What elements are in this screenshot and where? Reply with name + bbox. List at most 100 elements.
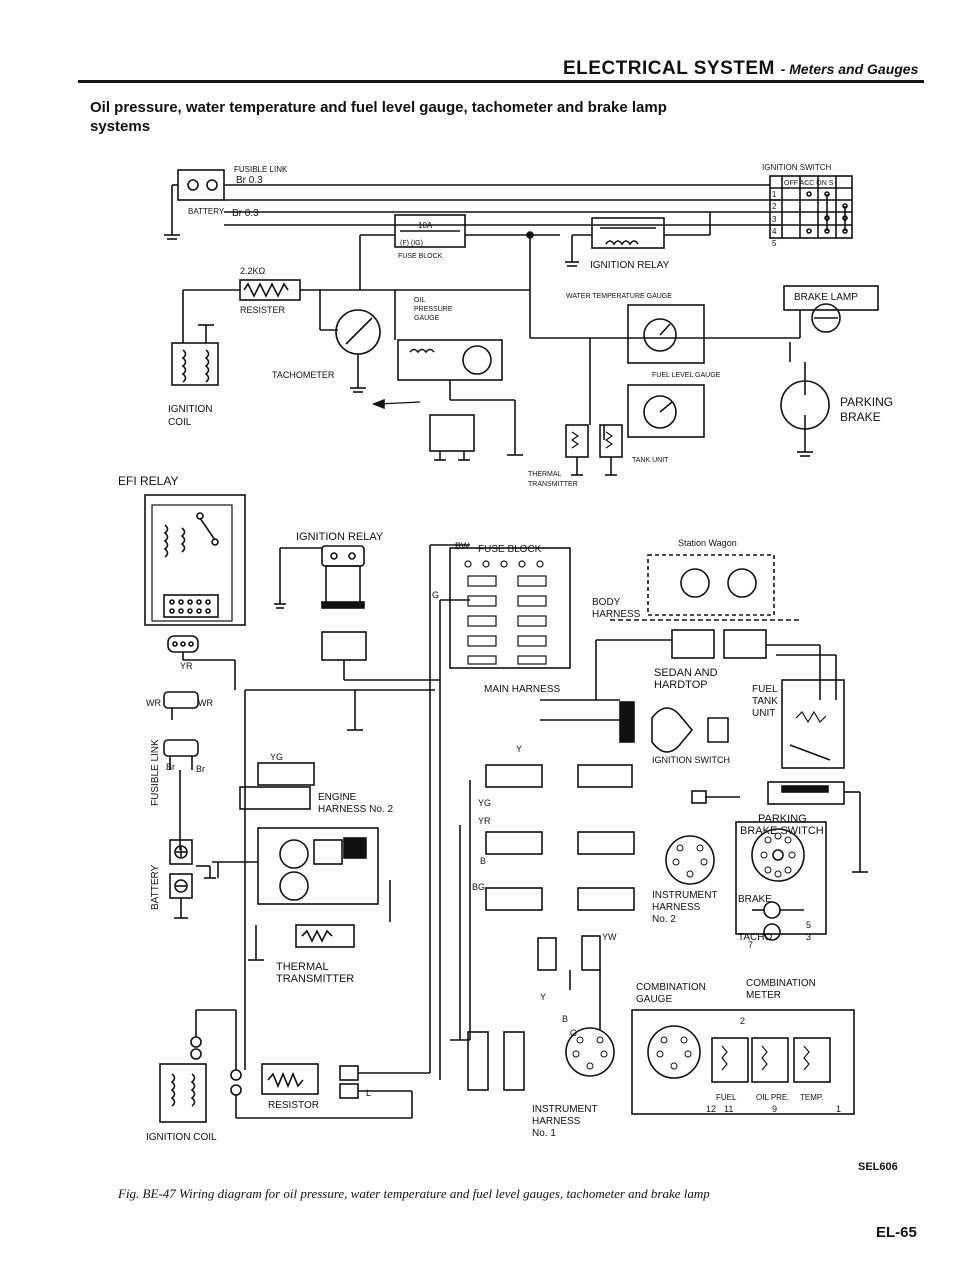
lower-diagram xyxy=(144,494,868,1123)
connector-yw xyxy=(581,935,601,971)
instrument-harness-connector-r xyxy=(503,1031,525,1091)
label-combination-gauge-2: GAUGE xyxy=(636,994,672,1005)
label-water-temp-gauge: WATER TEMPERATURE GAUGE xyxy=(566,293,672,300)
label-ignition-relay-upper: IGNITION RELAY xyxy=(590,260,670,271)
ignition-relay-symbol xyxy=(591,217,665,249)
label-ignition-switch-upper: IGNITION SWITCH xyxy=(762,163,832,172)
label-oil-pressure-1: OIL xyxy=(414,297,425,304)
engine-harness-connector-b xyxy=(239,786,311,810)
switch-row-3: 3 xyxy=(772,215,777,224)
resistor-lower xyxy=(261,1063,319,1095)
label-body-harness-2: HARNESS xyxy=(592,609,641,620)
pin-1: 1 xyxy=(836,1104,841,1114)
wire-b-1: B xyxy=(480,856,486,866)
figure-code: SEL606 xyxy=(858,1161,898,1173)
wire-yr-2: YR xyxy=(478,816,491,826)
engine-harness-connector-a xyxy=(257,762,315,786)
relay-harness-connector xyxy=(321,631,367,661)
instrument-harness-1-connector xyxy=(565,1027,615,1077)
label-parking-brake-2: BRAKE xyxy=(840,410,881,424)
label-main-harness: MAIN HARNESS xyxy=(484,684,560,695)
instrument-connector-2 xyxy=(577,831,635,855)
upper-diagram xyxy=(164,169,879,476)
fuel-level-gauge-symbol xyxy=(627,384,705,438)
label-g-wire: G xyxy=(432,590,439,600)
figure-caption: Fig. BE-47 Wiring diagram for oil pressu… xyxy=(118,1186,710,1201)
wire-yg-2: YG xyxy=(478,798,491,808)
pin-9: 9 xyxy=(772,1104,777,1114)
label-resistor-lower: RESISTOR xyxy=(268,1100,319,1111)
fuel-tank-unit-lower xyxy=(781,679,845,769)
wire-br-1: Br xyxy=(166,762,175,772)
label-engine-harness-1: ENGINE xyxy=(318,792,357,803)
label-sedan-2: HARDTOP xyxy=(654,679,708,691)
main-harness-connector-3 xyxy=(485,887,543,911)
station-wagon-box xyxy=(647,554,775,616)
wire-yr-1: YR xyxy=(180,661,193,671)
page-number: EL-65 xyxy=(876,1224,917,1241)
label-brake-pin: BRAKE xyxy=(738,894,772,905)
label-parking-brake-switch-2: BRAKE SWITCH xyxy=(740,825,824,837)
ignition-coil-lower xyxy=(159,1063,207,1123)
oil-pressure-switch xyxy=(429,414,475,452)
combination-meter-connector xyxy=(751,828,805,882)
label-instrument-harness-2-1: INSTRUMENT xyxy=(652,890,718,901)
main-harness-connector-2 xyxy=(485,831,543,855)
switch-row-2: 2 xyxy=(772,202,777,211)
label-tacho-pin: TACHO xyxy=(738,932,772,943)
label-fuse-block-lower: FUSE BLOCK xyxy=(478,544,542,555)
label-fuel-tank-3: UNIT xyxy=(752,708,775,719)
label-tachometer: TACHOMETER xyxy=(272,370,335,380)
wire-bg-1: BG xyxy=(472,882,485,892)
label-battery-lower: BATTERY xyxy=(150,864,161,910)
label-fuel-level-gauge: FUEL LEVEL GAUGE xyxy=(652,372,721,379)
label-fusible-link-upper: FUSIBLE LINK xyxy=(234,165,288,174)
pin-11: 11 xyxy=(724,1104,733,1114)
resister-2.2k xyxy=(239,279,301,301)
wire-g-1: G xyxy=(570,1028,577,1038)
label-br-top: Br 0.3 xyxy=(236,175,263,186)
label-ignition-relay-lower: IGNITION RELAY xyxy=(296,531,384,543)
label-combination-meter-1: COMBINATION xyxy=(746,978,816,989)
label-combination-gauge-1: COMBINATION xyxy=(636,982,706,993)
wire-br-2: Br xyxy=(196,764,205,774)
engine-sensor-block xyxy=(257,827,379,905)
label-instrument-harness-2-2: HARNESS xyxy=(652,902,701,913)
battery-positive-terminal xyxy=(206,179,218,191)
fuse-block-10a xyxy=(394,214,466,248)
pin-2: 2 xyxy=(740,1016,745,1026)
header-title: ELECTRICAL SYSTEM xyxy=(563,58,775,79)
battery-positive-lower xyxy=(169,839,193,865)
label-ignition-coil-lower: IGNITION COIL xyxy=(146,1132,217,1143)
label-gauge-fuel: FUEL xyxy=(716,1093,737,1102)
ignition-switch-connector xyxy=(577,764,633,788)
wire-y-2: Y xyxy=(540,992,546,1002)
label-combination-meter-2: METER xyxy=(746,990,781,1001)
fuse-block-lower xyxy=(449,547,571,669)
label-instrument-harness-2-3: No. 2 xyxy=(652,914,676,925)
label-parking-brake-1: PARKING xyxy=(840,395,893,409)
label-station-wagon: Station Wagon xyxy=(678,538,737,548)
efi-relay-box xyxy=(144,494,246,626)
thermal-transmitter-upper xyxy=(565,424,589,458)
wire-l-1: L xyxy=(366,1088,371,1098)
label-instrument-harness-1-3: No. 1 xyxy=(532,1128,556,1139)
wire-y-1: Y xyxy=(516,744,522,754)
switch-row-5: 5 xyxy=(772,239,777,248)
label-fuse-10a: 10A xyxy=(418,221,433,230)
wire-wr-2: WR xyxy=(198,698,213,708)
label-fuse-fi-ig: (F) (IG) xyxy=(400,240,423,247)
ignition-switch-table xyxy=(769,175,853,239)
water-temperature-gauge-symbol xyxy=(627,304,705,364)
instrument-harness-connector-l xyxy=(467,1031,489,1091)
ignition-coil-upper xyxy=(171,342,219,386)
sedan-hardtop-connector xyxy=(619,701,635,743)
ignition-relay-lower xyxy=(321,545,365,567)
header-rule xyxy=(78,80,924,83)
switch-row-1: 1 xyxy=(772,190,777,199)
header-subtitle: - Meters and Gauges xyxy=(780,61,919,77)
page-header: ELECTRICAL SYSTEM - Meters and Gauges xyxy=(563,58,918,80)
connector-yg xyxy=(537,937,557,971)
efi-relay-connector xyxy=(163,594,219,618)
label-battery-upper: BATTERY xyxy=(188,207,225,216)
